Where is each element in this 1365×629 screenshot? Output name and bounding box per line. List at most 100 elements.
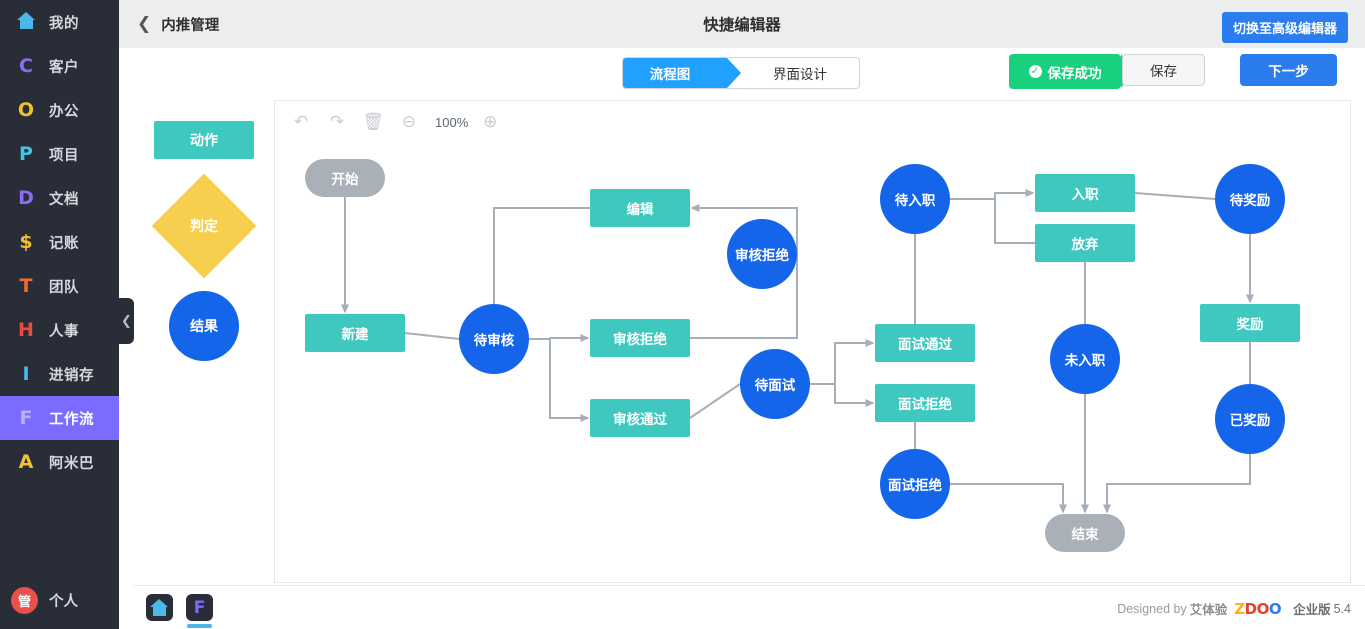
home-icon[interactable] [146,594,173,621]
sidebar-item-label: 人事 [49,323,79,340]
flow-node-intv_rej_r[interactable]: 面试拒绝 [880,449,950,519]
logo-letter-o1: O [1256,599,1270,618]
sidebar-item-label: 团队 [49,279,79,296]
trash-icon[interactable]: 🗑 [362,112,384,132]
canvas-toolbar: ↶ ↷ 🗑 ⊖ 100% ⊕ [275,101,1350,143]
letter-icon-f: F [19,406,33,429]
home-glyph [16,11,36,29]
switch-to-advanced-editor-button[interactable]: 切换至高级编辑器 [1221,12,1348,43]
zoom-level-value: 100% [435,114,469,130]
sidebar-item-6[interactable]: T 团队 [0,264,119,308]
flow-edge-3 [529,338,590,422]
flow-node-pending_rev[interactable]: 待审核 [459,304,529,374]
flow-node-giveup_a[interactable]: 放弃 [1035,224,1135,262]
letter-icon-t: T [19,274,33,297]
letter-icon-i: I [22,362,30,385]
flowchart-diagram[interactable]: 开始新建待审核编辑审核拒绝审核通过审核拒绝待面试面试通过面试拒绝面试拒绝待入职入… [275,143,1350,582]
home-icon [11,11,41,33]
flow-node-pending_job[interactable]: 待入职 [880,164,950,234]
status-badge: ✓ 保存成功 [1009,54,1134,89]
flow-node-rev_pass_a[interactable]: 审核通过 [590,399,690,437]
sidebar-item-label: 工作流 [49,411,94,428]
letter-icon-o: O [17,98,35,121]
logo-letter-z: Z [1234,599,1245,618]
flow-edge-18 [950,483,1067,514]
letter-icon-$: $ [19,230,33,253]
flow-node-rev_reject_a[interactable]: 审核拒绝 [590,319,690,357]
page-header: ❮ 内推管理 快捷编辑器 切换至高级编辑器 [119,0,1365,48]
palette-shape-result[interactable]: 结果 [169,291,239,361]
check-circle-icon: ✓ [1028,65,1042,78]
sidebar-item-5[interactable]: $记账 [0,220,119,264]
sidebar-item-0[interactable]: 我的 [0,0,119,44]
flow-node-rev_reject_r[interactable]: 审核拒绝 [727,219,797,289]
redo-icon[interactable]: ↷ [329,112,345,132]
flow-node-start[interactable]: 开始 [305,159,385,197]
flow-node-edit[interactable]: 编辑 [590,189,690,227]
tab-ui-design[interactable]: 界面设计 [773,67,827,82]
flow-node-pending_intv[interactable]: 待面试 [740,349,810,419]
letter-icon-p: P [19,142,33,165]
designer-name: 艾体验 [1189,603,1228,617]
flow-node-intv_pass_a[interactable]: 面试通过 [875,324,975,362]
back-button[interactable]: ❮ 内推管理 [137,14,219,35]
avatar: 管 [11,586,38,614]
flow-node-onboard_a[interactable]: 入职 [1035,174,1135,212]
sidebar-item-label: 项目 [49,147,79,164]
editor-tab-group: 流程图 界面设计 [622,57,860,89]
tab-flowchart[interactable]: 流程图 [623,58,741,88]
flow-edge-1 [404,332,460,340]
sidebar-user-profile[interactable]: 管 个人 [0,583,78,617]
flow-node-pending_rwd[interactable]: 待奖励 [1215,164,1285,234]
flow-node-rewarded_r[interactable]: 已奖励 [1215,384,1285,454]
zoom-out-icon[interactable]: ⊖ [401,112,417,132]
logo-letter-o2: O [1268,599,1282,618]
undo-icon[interactable]: ↶ [293,112,309,132]
flow-edge-8 [810,339,875,385]
chevron-left-icon: ❮ [137,14,152,34]
flow-node-reward_a[interactable]: 奖励 [1200,304,1300,342]
letter-icon-h: H [18,318,34,341]
flow-node-intv_rej_a[interactable]: 面试拒绝 [875,384,975,422]
next-step-button[interactable]: 下一步 [1240,54,1337,86]
flow-edge-9 [810,383,875,407]
flow-node-new[interactable]: 新建 [305,314,405,352]
workflow-f-icon[interactable]: F [186,594,213,628]
sidebar-item-3[interactable]: P 项目 [0,132,119,176]
page-title: 快捷编辑器 [703,17,781,34]
flowchart-canvas-panel: ↶ ↷ 🗑 ⊖ 100% ⊕ 开始新建待审核编辑审核拒绝审核通过审核拒绝待面试面… [275,100,1351,583]
sidebar-item-label: 阿米巴 [49,455,94,472]
sidebar-item-label: 办公 [49,103,79,120]
logo-letter-d: D [1244,599,1257,618]
f-glyph: F [193,597,206,618]
flow-edge-7 [689,383,741,419]
designed-by-label: Designed by [1117,601,1187,616]
palette-shape-action[interactable]: 动作 [154,121,254,159]
sidebar-item-label: 我的 [49,15,79,32]
version-number: 5.4 [1333,601,1351,616]
flow-edge-13 [950,198,1035,244]
sidebar-item-7[interactable]: H 人事 [0,308,119,352]
sidebar-item-9[interactable]: F 工作流 [0,396,119,440]
flow-node-end[interactable]: 结束 [1045,514,1125,552]
flow-node-not_onboard_r[interactable]: 未入职 [1050,324,1120,394]
zoom-in-icon[interactable]: ⊕ [483,112,498,132]
save-status-label: 保存成功 [1047,65,1102,81]
flow-edge-5 [690,204,798,254]
sidebar-item-2[interactable]: O 办公 [0,88,119,132]
sidebar-item-label: 客户 [49,59,79,76]
save-button[interactable]: 保存 [1122,54,1205,86]
sidebar-item-1[interactable]: C 客户 [0,44,119,88]
chevron-left-icon[interactable]: ❮ [119,298,134,344]
letter-icon-c: C [19,54,33,77]
flow-edge-6 [493,207,590,304]
letter-icon-d: D [18,186,34,209]
flow-edge-14 [1134,192,1216,200]
